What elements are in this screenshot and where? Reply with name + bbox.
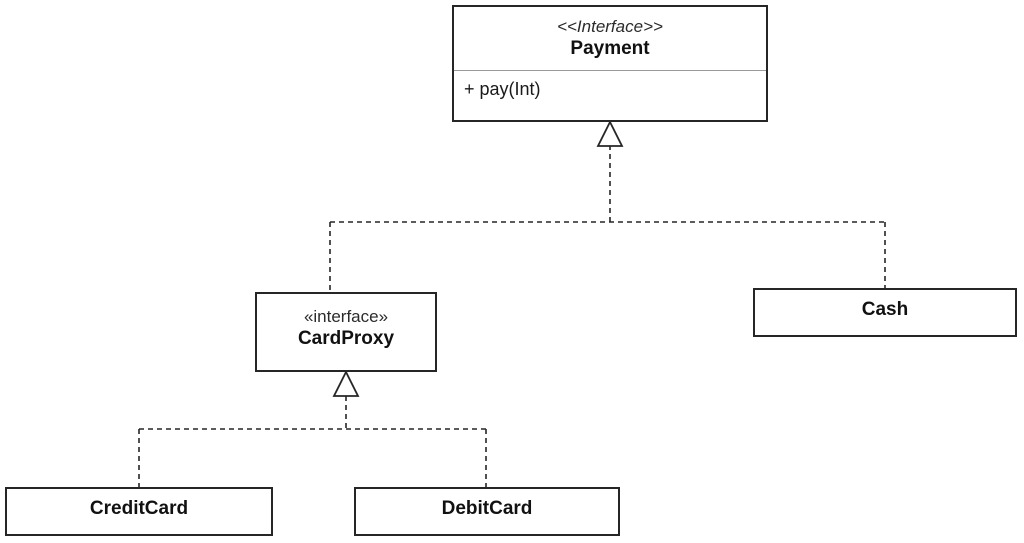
class-name-compartment-cardproxy: «interface» CardProxy xyxy=(257,294,435,352)
class-title-payment: Payment xyxy=(570,38,650,60)
class-name-compartment-payment: <<Interface>> Payment xyxy=(454,7,766,62)
class-box-cash[interactable]: Cash xyxy=(753,288,1017,337)
class-box-cardproxy[interactable]: «interface» CardProxy xyxy=(255,292,437,372)
class-box-debitcard[interactable]: DebitCard xyxy=(354,487,620,536)
realization-edge-to-cardproxy xyxy=(138,369,487,487)
class-box-creditcard[interactable]: CreditCard xyxy=(5,487,273,536)
operation-item: + pay(Int) xyxy=(464,78,541,99)
class-box-payment[interactable]: <<Interface>> Payment + pay(Int) xyxy=(452,5,768,122)
hollow-triangle-arrowhead-payment xyxy=(596,119,624,147)
compartment-divider-payment xyxy=(454,70,766,71)
class-name-compartment-cash: Cash xyxy=(755,290,1015,323)
hollow-triangle-arrowhead-cardproxy xyxy=(332,369,360,397)
class-title-debitcard: DebitCard xyxy=(441,498,533,519)
class-title-creditcard: CreditCard xyxy=(89,498,189,519)
class-name-compartment-creditcard: CreditCard xyxy=(7,489,271,522)
class-title-cash: Cash xyxy=(861,299,909,320)
operations-compartment-payment: + pay(Int) xyxy=(454,62,766,101)
class-title-cardproxy: CardProxy xyxy=(297,328,395,350)
class-name-compartment-debitcard: DebitCard xyxy=(356,489,618,522)
realization-edge-to-payment xyxy=(329,119,886,292)
stereotype-label-cardproxy: «interface» xyxy=(303,307,389,326)
stereotype-label-payment: <<Interface>> xyxy=(557,17,663,36)
